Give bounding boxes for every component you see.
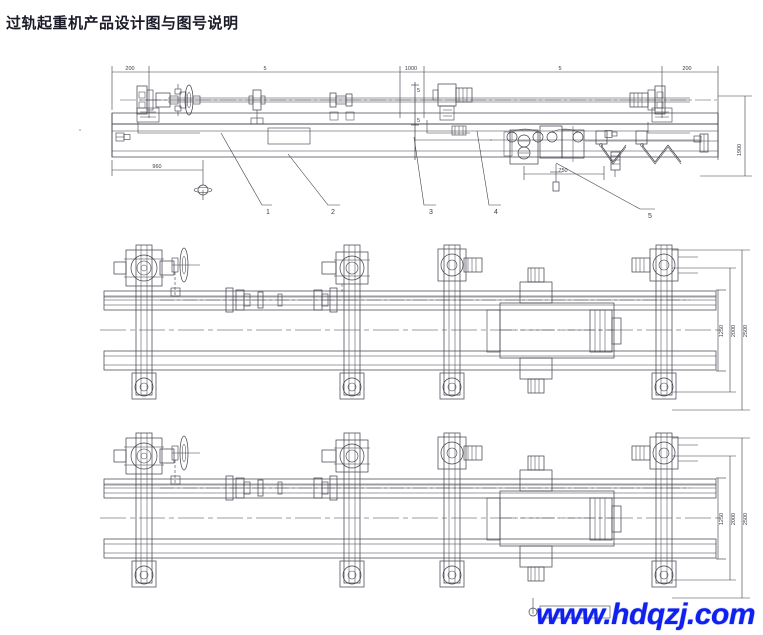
dim-label-5-left: 5 <box>263 66 266 72</box>
callout-5: 5 <box>648 213 652 220</box>
drive-cluster-lower-mid2 <box>437 436 483 470</box>
dim-label-5-right: 5 <box>558 66 561 72</box>
wheel-cluster-lower-mid2-lowerplan <box>439 560 465 588</box>
rail-lower-2 <box>103 538 717 559</box>
left-end-drive-group <box>79 84 201 134</box>
end-carriage-beams-lower <box>135 432 673 584</box>
dimensions-lower-plan <box>672 437 750 599</box>
dim-label-200-right: 200 <box>682 66 691 72</box>
dimension-750 <box>523 166 605 180</box>
plan-view-upper <box>100 244 750 411</box>
drive-cluster-lower-right <box>631 436 698 470</box>
dim-label-upper-2500: 2500 <box>743 325 749 337</box>
drive-cluster-upper-left <box>113 249 175 287</box>
callout-labels: 1 2 3 4 5 <box>266 209 652 220</box>
callout-leader-lines <box>220 130 655 210</box>
cable-reel-detail <box>610 151 621 177</box>
callout-1: 1 <box>266 209 270 216</box>
section-mark-5-bottom: 5 <box>417 118 420 124</box>
wheel-cluster-lower-right-lowerplan <box>651 560 677 588</box>
pendant-station <box>550 164 562 192</box>
drive-cluster-upper-right <box>631 248 698 282</box>
dimensions-upper-plan <box>672 249 750 411</box>
rail-upper-2 <box>103 350 717 371</box>
wheel-cluster-lower-left-lowerplan <box>131 560 157 588</box>
bottom-hook-detail <box>528 598 611 619</box>
transmission-shaft-upper <box>104 287 716 313</box>
drive-cluster-upper-mid1 <box>321 251 370 294</box>
plan-view-lower <box>100 432 750 619</box>
dim-label-1000: 1000 <box>405 66 417 72</box>
cross-travel-shaft-elevation <box>120 97 718 103</box>
callout-2: 2 <box>331 209 335 216</box>
drive-cluster-upper-mid2 <box>437 248 483 282</box>
trolley-plan-lower <box>486 455 622 582</box>
end-carriage-beams-upper <box>135 244 673 396</box>
callout-3: 3 <box>429 209 433 216</box>
section-mark-5-top: 5 <box>417 88 420 94</box>
wheel-cluster-lower-mid2-upperplan <box>439 372 465 400</box>
dim-label-upper-2000: 2000 <box>731 325 737 337</box>
hoist-drive-unit-left <box>426 83 473 136</box>
dim-label-lower-2500: 2500 <box>743 513 749 525</box>
dimension-1900 <box>700 95 752 177</box>
wheel-cluster-lower-mid1-upperplan <box>339 372 365 400</box>
hoist-drum-assembly <box>415 125 700 165</box>
dimension-labels: 200 5 1000 5 200 960 750 1900 5 5 1250 2… <box>125 66 749 525</box>
coupling-group-right <box>329 92 355 121</box>
dimension-960 <box>111 160 213 200</box>
dim-label-1900: 1900 <box>737 144 743 156</box>
transmission-shaft-lower <box>104 475 716 501</box>
dim-label-lower-1250: 1250 <box>719 513 725 525</box>
dim-label-lower-2000: 2000 <box>731 513 737 525</box>
rail-lower-1 <box>103 478 717 499</box>
dim-label-960: 960 <box>152 164 161 170</box>
wheel-cluster-lower-left-upperplan <box>131 372 157 400</box>
callout-4: 4 <box>494 209 498 216</box>
dim-label-200-left: 200 <box>125 66 134 72</box>
dim-label-upper-1250: 1250 <box>719 325 725 337</box>
drive-cluster-lower-left <box>113 437 175 475</box>
site-watermark: www.hdqzj.com <box>535 598 756 631</box>
wheel-cluster-lower-right-upperplan <box>651 372 677 400</box>
festoon-cable-system <box>585 130 718 165</box>
brake-wheel-upper-left <box>170 247 200 297</box>
elevation-view <box>79 66 752 210</box>
wheel-cluster-lower-mid1-lowerplan <box>339 560 365 588</box>
brake-wheel-lower-left <box>170 435 200 485</box>
rail-upper-1 <box>103 290 717 311</box>
section-cut-line <box>411 82 419 160</box>
right-end-drive-group <box>629 85 690 134</box>
drive-cluster-lower-mid1 <box>321 439 370 473</box>
mid-bearing-pedestal <box>248 89 266 125</box>
page-title: 过轨起重机产品设计图与图号说明 <box>6 15 239 32</box>
trolley-plan-upper <box>486 267 622 394</box>
dim-label-750: 750 <box>558 168 567 174</box>
